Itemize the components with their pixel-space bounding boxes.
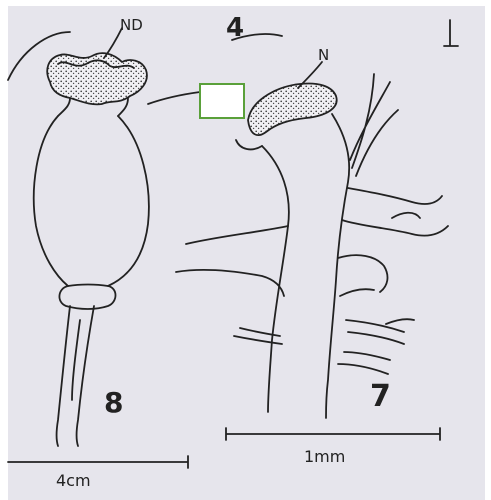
label-plate-number: 4	[226, 13, 244, 43]
fig7-crossbars	[234, 319, 414, 374]
fig7-branch-fork	[176, 255, 387, 296]
fig8-ring	[59, 285, 115, 310]
label-fig8: 8	[104, 386, 123, 419]
label-nd: ND	[120, 16, 143, 34]
scale-bar-right	[226, 428, 440, 440]
fig8-body	[34, 116, 149, 286]
corner-tick	[444, 20, 458, 46]
fig8-pointer-line	[148, 92, 200, 104]
fig7-axis-right	[326, 114, 349, 418]
fig7-branch-mid	[186, 188, 442, 244]
fig7-branch-lower	[342, 213, 448, 236]
fig8-stalk-inner	[72, 320, 80, 400]
scale-label-left: 4cm	[56, 471, 91, 490]
fig7-cap-left	[236, 140, 262, 149]
label-fig7: 7	[370, 379, 391, 414]
scale-label-right: 1mm	[304, 447, 345, 466]
fig7-branch-upper	[350, 74, 398, 176]
fig7-receptacle	[248, 84, 337, 136]
label-n: N	[318, 46, 329, 64]
fig7-axis-left	[262, 146, 289, 412]
fig8-stalk	[57, 306, 95, 446]
highlight-box	[199, 83, 245, 119]
scale-bar-left	[8, 456, 188, 468]
